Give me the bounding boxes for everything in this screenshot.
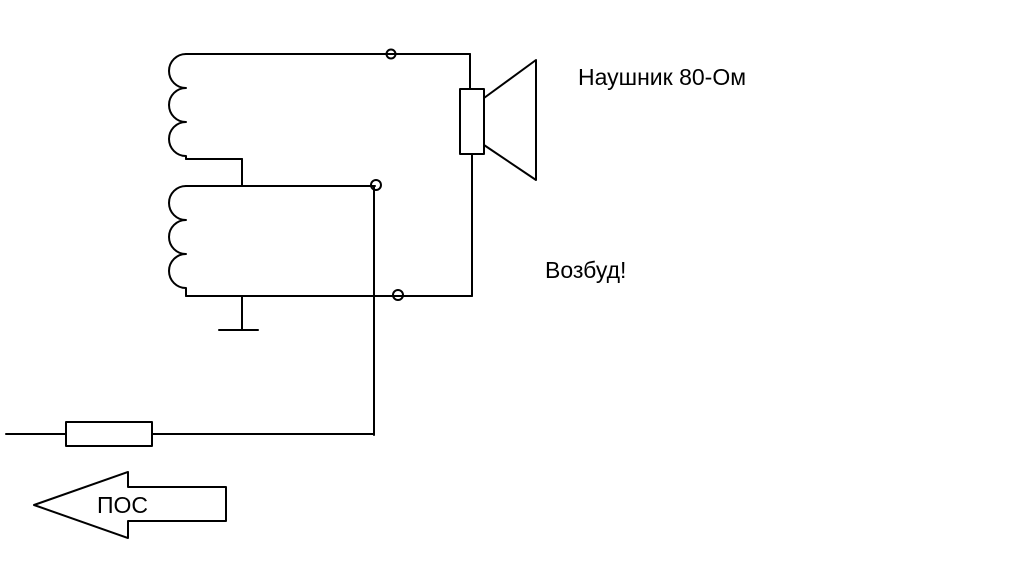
headphone-speaker (483, 59, 537, 181)
series-resistor (65, 421, 153, 447)
terminal-top (385, 48, 397, 60)
headphone-resistor (459, 88, 485, 155)
upper-inductor (168, 53, 187, 160)
terminal-bottom (392, 289, 404, 301)
terminal-middle (370, 179, 382, 191)
lower-inductor (168, 185, 187, 297)
excitation-label: Возбуд! (545, 257, 627, 283)
feedback-arrow (33, 471, 227, 539)
feedback-label: ПОС (97, 492, 149, 518)
headphone-label: Наушник 80-Ом (578, 64, 747, 90)
